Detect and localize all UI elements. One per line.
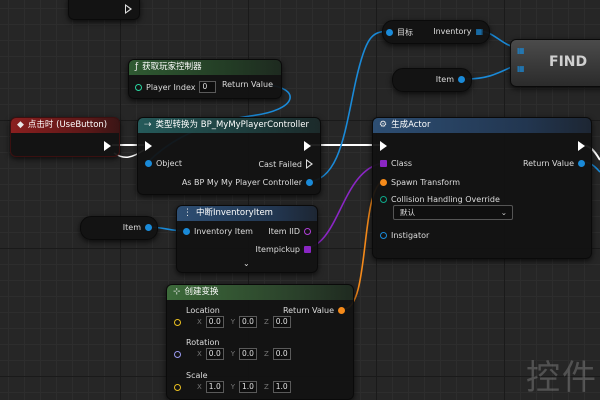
spawn-transform-pin[interactable]: Spawn Transform — [380, 178, 460, 187]
location-y-input[interactable]: 0.0 — [239, 316, 257, 328]
collision-handling-dropdown[interactable]: 默认 ⌄ — [393, 205, 513, 220]
vector-pin-icon — [174, 383, 181, 391]
spawn-actor-node[interactable]: ⚙ 生成Actor Class Return Value Spawn Trans… — [372, 117, 592, 259]
struct-pin-icon — [338, 307, 345, 314]
node-header: ⇢ 类型转换为 BP_MyMyPlayerController — [138, 118, 320, 133]
transform-return-value-pin[interactable]: Return Value — [283, 306, 345, 315]
exec-pin-icon — [306, 159, 313, 169]
location-x-input[interactable]: 0.0 — [205, 316, 224, 328]
rotation-x-input[interactable]: 0.0 — [205, 348, 224, 360]
rotation-label: Rotation — [186, 338, 220, 347]
exec-pin-out[interactable] — [304, 141, 311, 151]
as-bp-pin[interactable]: As BP My My Player Controller — [182, 178, 313, 187]
exec-pin-in[interactable] — [145, 141, 152, 151]
item-variable-node[interactable]: Item — [80, 216, 158, 240]
rotation-z-input[interactable]: 0.0 — [272, 348, 291, 360]
player-index-pin[interactable]: Player Index 0 — [135, 81, 217, 93]
vector-pin-icon — [174, 318, 181, 326]
itempickup-pin[interactable]: Itempickup — [256, 245, 311, 254]
scale-y-input[interactable]: 1.0 — [239, 381, 257, 393]
object-pin-icon — [145, 160, 152, 167]
node-header: ⚙ 生成Actor — [373, 118, 591, 133]
cast-icon: ⇢ — [144, 120, 152, 130]
spawn-icon: ⚙ — [379, 120, 388, 130]
node-header: ◆ 点击时 (UseButton) — [11, 118, 119, 133]
object-pin-icon — [145, 224, 152, 231]
scale-x-input[interactable]: 1.0 — [205, 381, 224, 393]
enum-pin-icon — [380, 196, 387, 203]
node-title: 类型转换为 BP_MyMyPlayerController — [155, 120, 309, 130]
object-pin-icon — [386, 29, 393, 36]
rotator-pin-icon — [174, 350, 181, 358]
item-output-pin[interactable]: Item — [123, 223, 152, 232]
name-pin-icon — [304, 228, 311, 235]
chevron-down-icon[interactable]: ⌄ — [243, 259, 250, 268]
make-icon: ⊹ — [173, 287, 181, 297]
break-icon: ⋮ — [183, 208, 192, 218]
item-output-pin[interactable]: Item — [436, 75, 465, 84]
location-vector-input[interactable]: X 0.0 Y 0.0 Z 0.0 — [174, 316, 291, 328]
player-index-input[interactable]: 0 — [199, 81, 217, 93]
location-z-input[interactable]: 0.0 — [272, 316, 291, 328]
node-header: ⋮ 中断InventoryItem — [177, 206, 317, 221]
node-title: FIND — [549, 54, 588, 70]
cast-failed-pin[interactable]: Cast Failed — [258, 159, 313, 169]
node-title: 创建变换 — [184, 287, 219, 297]
make-transform-node[interactable]: ⊹ 创建变换 Return Value Location X 0.0 Y 0.0… — [166, 284, 354, 400]
get-inventory-node[interactable]: 目标 Inventory ▦ — [382, 20, 490, 44]
node-title: 中断InventoryItem — [196, 208, 273, 218]
object-pin-icon — [578, 160, 585, 167]
inventory-pin[interactable]: Inventory ▦ — [433, 27, 483, 36]
instigator-pin[interactable]: Instigator — [380, 231, 429, 240]
event-icon: ◆ — [17, 120, 24, 130]
return-value-pin[interactable]: Return Value — [221, 80, 273, 89]
node-title: 获取玩家控制器 — [142, 62, 202, 72]
top-stub-node[interactable] — [68, 0, 140, 20]
function-icon: ƒ — [135, 62, 139, 72]
class-pin-icon — [304, 246, 311, 253]
item-iid-pin[interactable]: Item IID — [268, 227, 311, 236]
spawn-return-value-pin[interactable]: Return Value — [523, 159, 585, 168]
node-header: ⊹ 创建变换 — [167, 285, 353, 300]
integer-pin-icon — [135, 83, 142, 91]
chevron-down-icon: ⌄ — [500, 208, 507, 217]
break-inventory-item-node[interactable]: ⋮ 中断InventoryItem Inventory Item Item II… — [176, 205, 318, 273]
get-player-controller-node[interactable]: ƒ 获取玩家控制器 Player Index 0 Return Value — [128, 59, 282, 99]
node-title: 点击时 (UseButton) — [27, 120, 108, 130]
rotation-y-input[interactable]: 0.0 — [239, 348, 257, 360]
struct-pin-icon — [380, 179, 387, 186]
target-pin[interactable]: 目标 — [386, 27, 413, 38]
collision-handling-pin[interactable]: Collision Handling Override — [380, 195, 500, 204]
exec-pin-in[interactable] — [380, 141, 387, 151]
object-pin-icon — [183, 228, 190, 235]
cast-to-node[interactable]: ⇢ 类型转换为 BP_MyMyPlayerController Object C… — [137, 117, 321, 195]
object-pin-icon — [306, 179, 313, 186]
inventory-item-pin[interactable]: Inventory Item — [183, 227, 253, 236]
object-pin-icon — [458, 76, 465, 83]
class-pin-icon — [380, 160, 387, 167]
scale-vector-input[interactable]: X 1.0 Y 1.0 Z 1.0 — [174, 381, 291, 393]
node-title: 生成Actor — [391, 120, 431, 130]
on-clicked-event-node[interactable]: ◆ 点击时 (UseButton) — [10, 117, 120, 157]
array-grid-icon: ▦ — [517, 46, 525, 55]
location-label: Location — [186, 306, 220, 315]
object-pin[interactable]: Object — [145, 159, 182, 168]
scale-z-input[interactable]: 1.0 — [272, 381, 291, 393]
exec-pin-out[interactable] — [104, 141, 111, 151]
node-header: ƒ 获取玩家控制器 — [129, 60, 281, 75]
object-pin-icon — [380, 232, 387, 239]
find-node[interactable]: ▦ ▦ FIND — [510, 39, 600, 87]
watermark-text: 控件 — [526, 358, 598, 398]
scale-label: Scale — [186, 371, 208, 380]
class-pin[interactable]: Class — [380, 159, 412, 168]
item-variable-node[interactable]: Item — [392, 68, 472, 92]
wire-as-bp-to-target[interactable] — [305, 30, 389, 183]
array-grid-icon: ▦ — [517, 64, 525, 73]
rotation-vector-input[interactable]: X 0.0 Y 0.0 Z 0.0 — [174, 348, 291, 360]
array-grid-icon: ▦ — [475, 27, 483, 36]
exec-pin-out[interactable] — [125, 4, 132, 14]
exec-pin-out[interactable] — [578, 141, 585, 151]
